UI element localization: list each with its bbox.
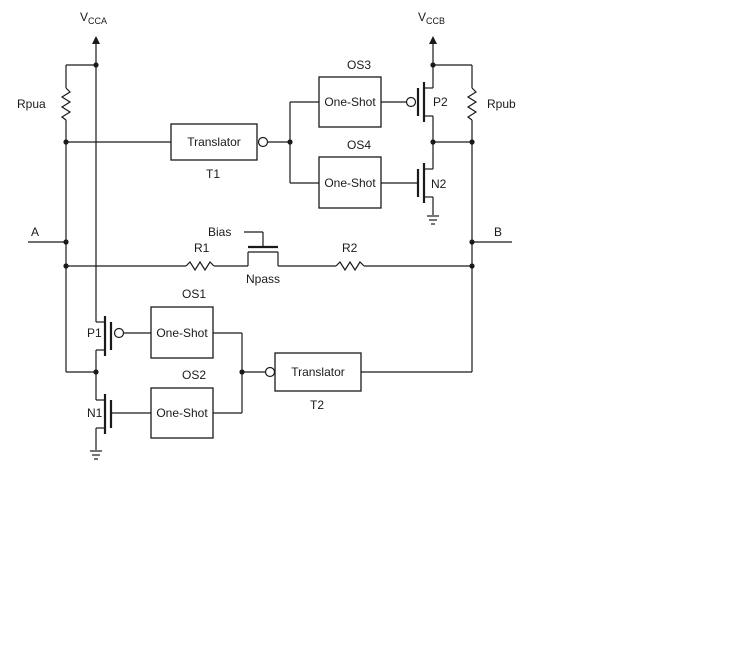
translator-t1-box <box>170 123 258 161</box>
os3-label: OS3 <box>347 58 371 72</box>
t1-inverter-bubble <box>257 136 269 148</box>
n2-transistor <box>416 163 434 215</box>
translator-t1-text: Translator <box>187 135 241 149</box>
os4-label: OS4 <box>347 138 371 152</box>
oneshot-os3-text: One-Shot <box>324 95 376 109</box>
rpub-label: Rpub <box>487 97 516 111</box>
vccb-label: VCCB <box>418 10 445 26</box>
npass-transistor <box>244 231 279 266</box>
p1-label: P1 <box>87 326 102 340</box>
oneshot-os2-text: One-Shot <box>156 406 208 420</box>
port-b-label: B <box>494 225 502 239</box>
r1-label: R1 <box>194 241 210 255</box>
vccb-rail <box>429 36 472 88</box>
r2-resistor <box>335 260 365 272</box>
p1-transistor <box>95 316 113 400</box>
rpua-label: Rpua <box>17 97 46 111</box>
t2-inverter-bubble <box>264 366 276 378</box>
port-a-label: A <box>31 225 39 239</box>
ground-icon-b <box>427 215 439 225</box>
n2-label: N2 <box>431 177 447 191</box>
oneshot-os1-box <box>150 306 214 359</box>
r1-resistor <box>185 260 215 272</box>
npass-label: Npass <box>246 272 280 286</box>
p2-label: P2 <box>433 95 448 109</box>
rpub-resistor <box>466 65 478 372</box>
oneshot-os1-text: One-Shot <box>156 326 208 340</box>
t1-label: T1 <box>206 167 220 181</box>
oneshot-os2-box <box>150 387 214 439</box>
t2-label: T2 <box>310 398 324 412</box>
oneshot-os4-text: One-Shot <box>324 176 376 190</box>
os1-inverter-bubble <box>113 327 125 339</box>
bias-label: Bias <box>208 225 231 239</box>
vcca-rail <box>66 36 100 322</box>
translator-t2-text: Translator <box>291 365 345 379</box>
oneshot-os4-box <box>318 156 382 209</box>
r2-label: R2 <box>342 241 358 255</box>
junction-dots <box>63 62 475 375</box>
n1-label: N1 <box>87 406 103 420</box>
os1-label: OS1 <box>182 287 206 301</box>
rpua-resistor <box>60 65 72 372</box>
os3-inverter-bubble <box>405 96 417 108</box>
translator-t2-box <box>274 352 362 392</box>
p2-transistor <box>416 82 434 169</box>
ground-icon-a <box>90 450 102 460</box>
os2-label: OS2 <box>182 368 206 382</box>
n1-transistor <box>95 394 113 450</box>
vcca-label: VCCA <box>80 10 107 26</box>
